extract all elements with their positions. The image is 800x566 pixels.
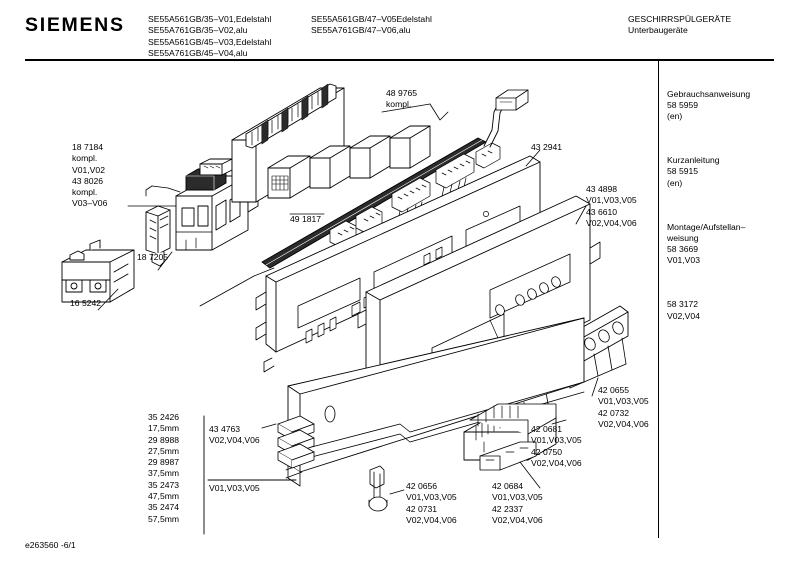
part-wiring-harness-drawing [199,89,529,307]
document-id: e263560 -6/1 [25,540,76,550]
appliance-category: GESCHIRRSPÜLGERÄTE Unterbaugeräte [628,14,732,36]
part-door-lock-module-drawing [127,158,259,251]
doc-item-montageanweisung: Montage/Aufstellan– weisung 58 3669 V01,… [667,221,746,266]
part-fascia-panel-drawing [357,195,601,419]
header-divider-rule [25,59,774,61]
callout-trim-variant: V01,V03,V05 [209,483,260,493]
callout-fascia-panel: 43 4898 V01,V03,V05 43 6610 V02,V04,V06 [586,184,637,228]
model-list-column-1: SE55A561GB/35–V01,Edelstahl SE55A761GB/3… [148,14,272,59]
documentation-divider-rule [658,59,659,538]
callout-latch-catch: 18 7205 [137,252,169,262]
siemens-logo: SIEMENS [25,14,125,36]
callout-button-set: 42 0655 V01,V03,V05 42 0732 V02,V04,V06 [598,385,649,429]
model-list-column-2: SE55A561GB/47–V05Edelstahl SE55A761GB/47… [311,14,432,36]
callout-micro-switch: 16 5242 [70,298,102,308]
callout-control-board: 43 2941 [531,142,563,152]
callout-trim-strip: 43 4763 V02,V04,V06 [209,424,260,446]
callout-wiring-harness: 49 1817 [290,214,322,224]
part-control-board-drawing [255,149,541,373]
documentation-list: Gebrauchsanweisung 58 5959 (en) Kurzanle… [667,66,750,355]
doc-item-gebrauchsanweisung: Gebrauchsanweisung 58 5959 (en) [667,88,751,122]
callout-handle-bracket: 42 0684 V01,V03,V05 42 2337 V02,V04,V06 [492,481,543,525]
callout-door-lock-assembly: 18 7184 kompl. V01,V02 43 8026 kompl. V0… [72,142,108,209]
callout-door-handle: 42 0681 V01,V03,V05 42 0750 V02,V04,V06 [531,424,582,468]
part-knob-assembly-drawing [368,465,405,512]
callout-height-table: 35 2426 17,5mm 29 8988 27,5mm 29 8987 37… [148,412,180,524]
doc-item-montageanweisung-alt: 58 3172 V02,V04 [667,299,700,321]
callout-knob-assembly: 42 0656 V01,V03,V05 42 0731 V02,V04,V06 [406,481,457,525]
callout-electronics-module: 48 9765 kompl. [386,88,418,110]
doc-item-kurzanleitung: Kurzanleitung 58 5915 (en) [667,155,720,188]
